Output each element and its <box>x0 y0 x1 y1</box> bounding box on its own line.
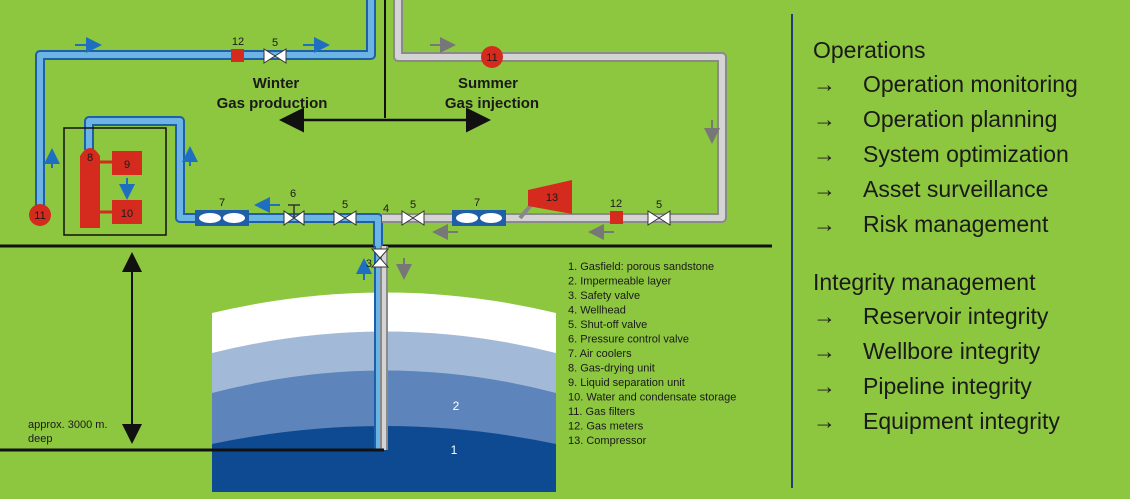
label-6: 6 <box>290 188 296 200</box>
production-flow-arrows <box>44 37 372 280</box>
label-12-top: 12 <box>232 36 244 48</box>
reservoir: 2 1 <box>212 292 556 492</box>
arrow-icon: → <box>813 373 836 399</box>
operations-item: → System optimization <box>813 137 1123 172</box>
gas-drying-unit: 8 <box>80 148 100 228</box>
label-11-top: 11 <box>486 52 497 64</box>
arrow-icon: → <box>813 71 836 97</box>
item-label: Wellbore integrity <box>863 338 1041 364</box>
item-label: Asset surveillance <box>863 176 1049 202</box>
label-5-top: 5 <box>272 37 278 49</box>
operations-item: → Asset surveillance <box>813 172 1123 207</box>
depth-label-line2: deep <box>28 433 52 445</box>
liquid-separation-unit <box>112 151 142 175</box>
arrow-icon: → <box>813 176 836 202</box>
label-7-left: 7 <box>219 197 225 209</box>
legend-item: 5. Shut-off valve <box>568 319 647 331</box>
layer-number-gasfield: 1 <box>451 443 458 457</box>
item-label: Pipeline integrity <box>863 373 1032 399</box>
winter-label-line1: Winter <box>253 75 300 92</box>
item-label: Operation monitoring <box>863 71 1078 97</box>
label-7-right: 7 <box>474 197 480 209</box>
depth-label-line1: approx. 3000 m. <box>28 419 108 431</box>
item-label: Equipment integrity <box>863 408 1060 434</box>
compressor: 13 <box>518 180 572 220</box>
safety-valve: 3 <box>366 248 390 270</box>
label-5-mid: 5 <box>410 199 416 211</box>
gas-meter-top <box>231 49 244 62</box>
legend-item: 13. Compressor <box>568 435 647 447</box>
label-13: 13 <box>546 192 558 204</box>
legend-item: 8. Gas-drying unit <box>568 363 655 375</box>
label-10: 10 <box>121 208 133 220</box>
legend-item: 1. Gasfield: porous sandstone <box>568 261 714 273</box>
label-8: 8 <box>87 152 93 164</box>
item-label: Reservoir integrity <box>863 303 1049 329</box>
label-4: 4 <box>383 203 389 215</box>
label-12-right: 12 <box>610 198 622 210</box>
air-cooler-left: 7 <box>195 197 249 226</box>
label-5-right: 5 <box>656 199 662 211</box>
operations-title: Operations <box>813 37 926 63</box>
operations-item: → Risk management <box>813 207 1123 242</box>
item-label: System optimization <box>863 141 1069 167</box>
integrity-item: → Equipment integrity <box>813 404 1123 439</box>
gasfield-layer <box>212 426 556 492</box>
arrow-icon: → <box>813 106 836 132</box>
legend-item: 3. Safety valve <box>568 290 640 302</box>
integrity-item: → Reservoir integrity <box>813 299 1123 334</box>
arrow-icon: → <box>813 408 836 434</box>
shutoff-valve-mid: 5 <box>401 199 425 226</box>
label-3: 3 <box>366 258 372 270</box>
pressure-control-valve: 6 <box>283 188 305 226</box>
legend-item: 12. Gas meters <box>568 421 644 433</box>
legend-item: 9. Liquid separation unit <box>568 377 685 389</box>
gas-filter-left <box>29 204 51 226</box>
layer-number-impermeable: 2 <box>453 399 460 413</box>
label-9: 9 <box>124 159 130 171</box>
winter-label-line2: Gas production <box>217 95 328 112</box>
water-condensate-storage <box>112 200 142 224</box>
air-cooler-right: 7 <box>452 197 506 226</box>
summer-label-line2: Gas injection <box>445 95 539 112</box>
legend-item: 2. Impermeable layer <box>568 276 672 288</box>
right-panel: Operations → Operation monitoring → Operat… <box>813 33 1123 439</box>
legend-item: 7. Air coolers <box>568 348 632 360</box>
arrow-icon: → <box>813 303 836 329</box>
integrity-title: Integrity management <box>813 269 1036 295</box>
legend-item: 11. Gas filters <box>568 406 636 418</box>
arrow-icon: → <box>813 338 836 364</box>
arrow-icon: → <box>813 141 836 167</box>
summer-label-line1: Summer <box>458 75 518 92</box>
component-legend: 1. Gasfield: porous sandstone 2. Imperme… <box>568 261 736 447</box>
legend-item: 10. Water and condensate storage <box>568 392 736 404</box>
item-label: Risk management <box>863 211 1049 237</box>
gas-meter-right <box>610 211 623 224</box>
shutoff-valve-right: 5 <box>647 199 671 226</box>
shutoff-valve-left: 5 <box>333 199 357 226</box>
arrow-icon: → <box>813 211 836 237</box>
production-pipe <box>35 0 383 450</box>
plant-box <box>63 127 167 236</box>
gas-filter-top <box>481 46 503 68</box>
integrity-item: → Pipeline integrity <box>813 369 1123 404</box>
shutoff-valve-top: 5 <box>263 37 287 64</box>
legend-item: 4. Wellhead <box>568 305 626 317</box>
label-5-left: 5 <box>342 199 348 211</box>
item-label: Operation planning <box>863 106 1058 132</box>
operations-item: → Operation planning <box>813 102 1123 137</box>
label-11-left: 11 <box>34 210 45 222</box>
injection-pipe <box>380 0 727 450</box>
injection-flow-arrows <box>396 37 720 280</box>
integrity-item: → Wellbore integrity <box>813 334 1123 369</box>
operations-item: → Operation monitoring <box>813 67 1123 102</box>
legend-item: 6. Pressure control valve <box>568 334 689 346</box>
